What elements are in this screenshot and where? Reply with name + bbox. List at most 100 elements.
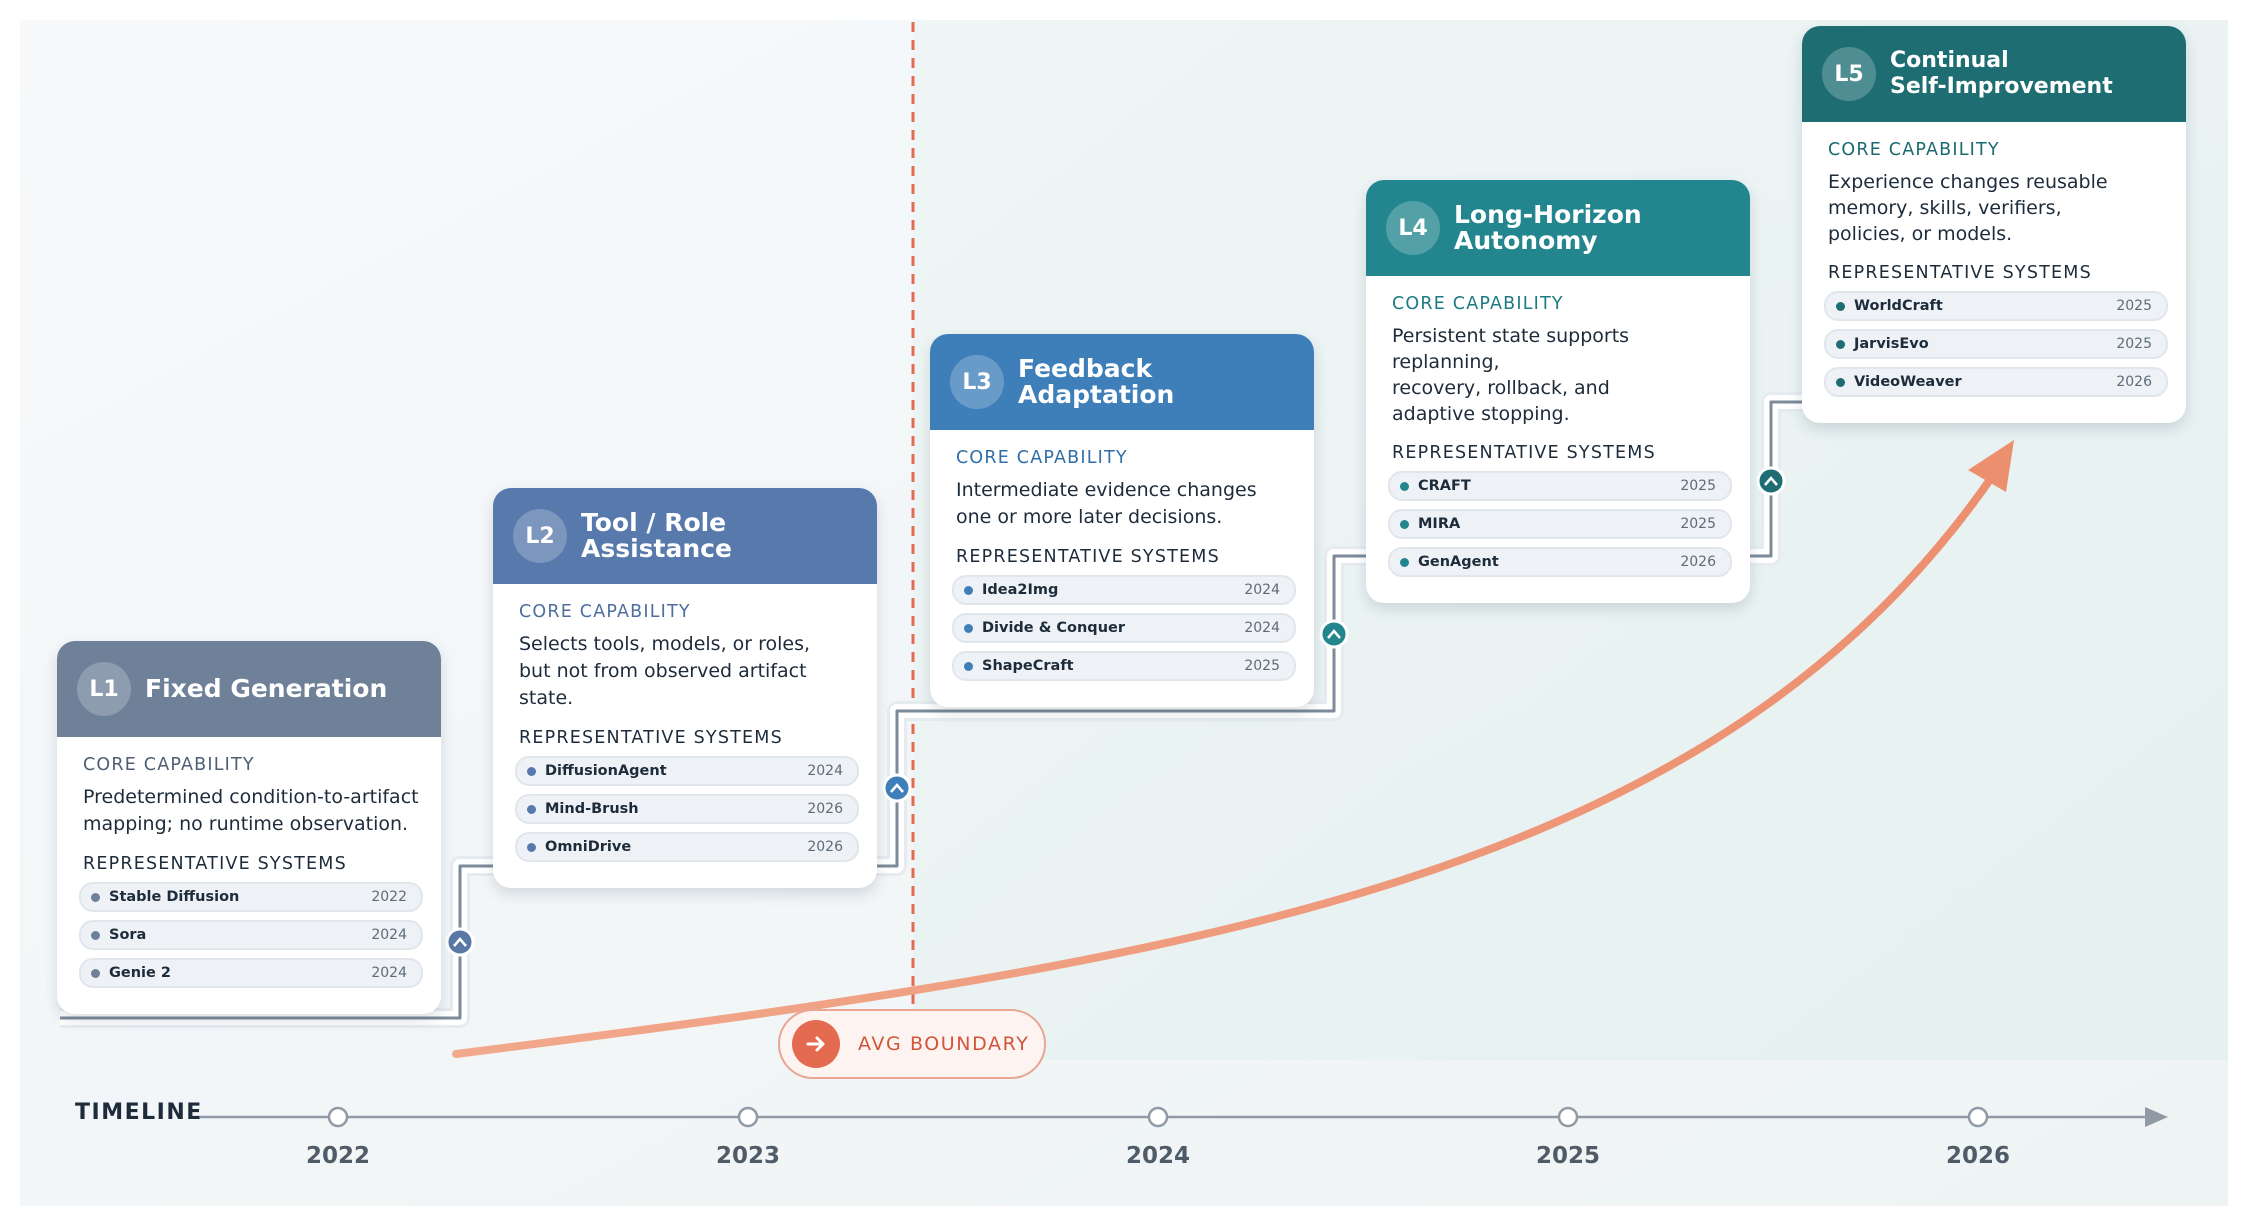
system-name: Mind-Brush xyxy=(545,801,639,817)
system-name: GenAgent xyxy=(1418,554,1499,570)
level-badge: L4 xyxy=(1386,201,1440,255)
system-year: 2026 xyxy=(1680,554,1716,570)
core-capability-label: CORE CAPABILITY xyxy=(519,602,691,622)
level-header: L1 Fixed Generation xyxy=(57,641,441,737)
representative-systems-label: REPRESENTATIVE SYSTEMS xyxy=(956,547,1220,567)
year-label-2023: 2023 xyxy=(715,1143,780,1169)
system-year: 2026 xyxy=(807,839,843,855)
timeline-tick-2024 xyxy=(1147,1106,1169,1128)
representative-systems-label: REPRESENTATIVE SYSTEMS xyxy=(1828,263,2092,283)
system-year: 2025 xyxy=(2116,336,2152,352)
level-title: Continual Self-Improvement xyxy=(1890,48,2113,100)
capability-line: Persistent state supports replanning, xyxy=(1392,325,1630,373)
progression-curve-arrowhead xyxy=(1968,440,2014,492)
timeline-tick-2025 xyxy=(1557,1106,1579,1128)
level-badge: L3 xyxy=(950,355,1004,409)
bullet-dot-icon xyxy=(91,930,100,940)
system-year: 2025 xyxy=(1244,658,1280,674)
system-year: 2022 xyxy=(371,889,407,905)
avg-boundary-badge: AVG BOUNDARY xyxy=(778,1009,1046,1079)
arrow-right-icon xyxy=(792,1020,840,1068)
bullet-dot-icon xyxy=(1400,557,1409,567)
capability-line: Experience changes reusable xyxy=(1828,171,2108,193)
system-name: Genie 2 xyxy=(109,965,172,981)
system-year: 2026 xyxy=(807,801,843,817)
capability-line: mapping; no runtime observation. xyxy=(83,813,409,835)
bullet-dot-icon xyxy=(964,623,973,633)
timeline-tick-2022 xyxy=(327,1106,349,1128)
bullet-dot-icon xyxy=(1836,339,1845,349)
system-year: 2024 xyxy=(371,965,407,981)
system-name: Sora xyxy=(109,927,147,943)
level-badge: L2 xyxy=(513,509,567,563)
level-title-line: Long-Horizon Autonomy xyxy=(1454,200,1642,255)
bullet-dot-icon xyxy=(964,661,973,671)
level-card-l5: L5 Continual Self-Improvement CORE CAPAB… xyxy=(1802,26,2186,423)
level-header: L4 Long-Horizon Autonomy xyxy=(1366,180,1750,276)
bullet-dot-icon xyxy=(1836,377,1845,387)
level-header: L3 Feedback Adaptation xyxy=(930,334,1314,430)
timeline-label: TIMELINE xyxy=(75,1100,203,1125)
bullet-dot-icon xyxy=(527,804,536,814)
capability-line: but not from observed artifact state. xyxy=(519,660,807,709)
capability-line: Predetermined condition-to-artifact xyxy=(83,786,419,808)
system-name: VideoWeaver xyxy=(1854,374,1962,390)
level-title-line: Fixed Generation xyxy=(145,674,388,703)
capability-line: recovery, rollback, and xyxy=(1392,377,1610,399)
system-year: 2025 xyxy=(1680,516,1716,532)
capability-line: policies, or models. xyxy=(1828,223,2013,245)
level-card-l3: L3 Feedback Adaptation CORE CAPABILITY I… xyxy=(930,334,1314,707)
system-row: Mind-Brush 2026 xyxy=(515,794,859,824)
bullet-dot-icon xyxy=(527,842,536,852)
core-capability-label: CORE CAPABILITY xyxy=(1828,140,2000,160)
system-name: Divide & Conquer xyxy=(982,620,1125,636)
core-capability-label: CORE CAPABILITY xyxy=(1392,294,1564,314)
level-title: Feedback Adaptation xyxy=(1018,356,1314,408)
system-row: Divide & Conquer 2024 xyxy=(952,613,1296,643)
level-title: Long-Horizon Autonomy xyxy=(1454,202,1750,254)
level-card-l4: L4 Long-Horizon Autonomy CORE CAPABILITY… xyxy=(1366,180,1750,603)
year-label-2024: 2024 xyxy=(1125,1143,1190,1169)
step-marker-l3-l4 xyxy=(1319,619,1349,649)
system-name: DiffusionAgent xyxy=(545,763,667,779)
core-capability-label: CORE CAPABILITY xyxy=(83,755,255,775)
capability-text: Selects tools, models, or roles, but not… xyxy=(519,631,855,712)
step-marker-l2-l3 xyxy=(882,773,912,803)
bullet-dot-icon xyxy=(1400,481,1409,491)
core-capability-label: CORE CAPABILITY xyxy=(956,448,1128,468)
level-badge: L1 xyxy=(77,662,131,716)
system-row: JarvisEvo 2025 xyxy=(1824,329,2168,359)
bullet-dot-icon xyxy=(91,968,100,978)
representative-systems-label: REPRESENTATIVE SYSTEMS xyxy=(519,728,783,748)
capability-line: memory, skills, verifiers, xyxy=(1828,197,2062,219)
capability-line: adaptive stopping. xyxy=(1392,403,1570,425)
system-name: JarvisEvo xyxy=(1854,336,1929,352)
year-label-2022: 2022 xyxy=(305,1143,370,1169)
year-label-2026: 2026 xyxy=(1945,1143,2010,1169)
system-row: Genie 2 2024 xyxy=(79,958,423,988)
system-year: 2024 xyxy=(1244,620,1280,636)
level-title-line: Tool / Role Assistance xyxy=(581,508,732,563)
level-title: Fixed Generation xyxy=(145,676,387,702)
system-name: WorldCraft xyxy=(1854,298,1943,314)
level-body: CORE CAPABILITY Intermediate evidence ch… xyxy=(930,430,1314,707)
capability-text: Persistent state supports replanning, re… xyxy=(1392,323,1728,427)
level-title: Tool / Role Assistance xyxy=(581,510,877,562)
system-name: Stable Diffusion xyxy=(109,889,240,905)
system-year: 2025 xyxy=(1680,478,1716,494)
representative-systems-label: REPRESENTATIVE SYSTEMS xyxy=(83,854,347,874)
level-body: CORE CAPABILITY Predetermined condition-… xyxy=(57,737,441,1014)
capability-text: Experience changes reusable memory, skil… xyxy=(1828,169,2164,247)
representative-systems-label: REPRESENTATIVE SYSTEMS xyxy=(1392,443,1656,463)
bullet-dot-icon xyxy=(964,585,973,595)
timeline-axis xyxy=(200,1106,2168,1128)
system-name: ShapeCraft xyxy=(982,658,1074,674)
level-title-line: Continual xyxy=(1890,48,2009,73)
